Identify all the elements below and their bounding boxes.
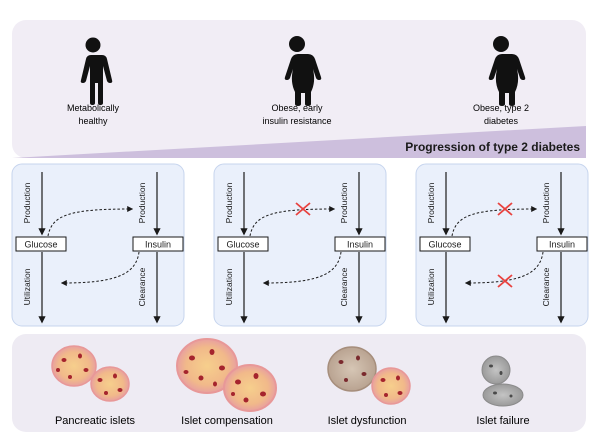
- panel-3: Glucose Insulin Production ProductionUtiliz…: [415, 163, 589, 327]
- islet-failure-icon: [481, 355, 524, 407]
- glucose-to-insulin-arrow: [451, 206, 538, 237]
- glucose-label: Glucose: [428, 240, 461, 250]
- healthy-label-2: healthy: [78, 116, 108, 126]
- utilization-label: Utilization: [22, 268, 32, 305]
- glucose-box: [217, 236, 269, 252]
- islet-dysfunction-label: Islet dysfunction: [328, 415, 407, 427]
- production-label-left: Production: [426, 182, 436, 223]
- utilization-label: Utilization: [224, 268, 234, 305]
- islet-compensation-label: Islet compensation: [181, 415, 273, 427]
- panel-2: Glucose Insulin Production ProductionUtiliz…: [213, 163, 387, 327]
- insulin-to-glucose-arrow: [464, 251, 544, 286]
- clearance-label: Clearance: [137, 267, 147, 306]
- obese-person-icon: [284, 36, 322, 106]
- glucose-box: [419, 236, 471, 252]
- insulin-to-glucose-arrow: [262, 251, 342, 286]
- clearance-label: Clearance: [339, 267, 349, 306]
- obese-diabetic-person-icon: [488, 36, 526, 106]
- obese-t2d-label-1: Obese, type 2: [473, 103, 529, 113]
- insulin-box: [132, 236, 184, 252]
- glucose-box: [15, 236, 67, 252]
- insulin-label: Insulin: [145, 240, 171, 250]
- pancreatic-islets-icon: [51, 345, 130, 402]
- blocked-x-icon: [497, 274, 513, 288]
- insulin-to-glucose-arrow: [60, 251, 140, 286]
- glucose-label: Glucose: [226, 240, 259, 250]
- insulin-box: [334, 236, 386, 252]
- islet-compensation-icon: [176, 338, 277, 412]
- islet-dysfunction-icon: [327, 346, 411, 405]
- progression-wedge: [12, 126, 586, 158]
- obese-t2d-label-2: diabetes: [484, 116, 519, 126]
- progression-label: Progression of type 2 diabetes: [405, 140, 580, 154]
- glucose-insulin-panels: Glucose Insulin Production ProductionUtiliz…: [11, 163, 589, 327]
- obese-early-label-2: insulin resistance: [262, 116, 331, 126]
- obese-early-label-1: Obese, early: [271, 103, 323, 113]
- insulin-box: [536, 236, 588, 252]
- islet-failure-label: Islet failure: [476, 415, 529, 427]
- blocked-x-icon: [497, 202, 513, 216]
- production-label-right: Production: [137, 182, 147, 223]
- production-label-right: Production: [339, 182, 349, 223]
- insulin-label: Insulin: [549, 240, 575, 250]
- clearance-label: Clearance: [541, 267, 551, 306]
- pancreatic-islets-label: Pancreatic islets: [55, 415, 136, 427]
- panel-background: [11, 163, 185, 327]
- healthy-person-icon: [80, 37, 113, 105]
- blocked-x-icon: [295, 202, 311, 216]
- production-label-left: Production: [224, 182, 234, 223]
- utilization-label: Utilization: [426, 268, 436, 305]
- top-section: Progression of type 2 diabetes Metabolic…: [12, 20, 586, 158]
- glucose-to-insulin-arrow: [47, 206, 134, 237]
- production-label-left: Production: [22, 182, 32, 223]
- healthy-label-1: Metabolically: [67, 103, 120, 113]
- glucose-label: Glucose: [24, 240, 57, 250]
- islet-section: Pancreatic islets Islet compensation Isl…: [12, 334, 586, 432]
- insulin-label: Insulin: [347, 240, 373, 250]
- panel-background: [213, 163, 387, 327]
- panel-background: [415, 163, 589, 327]
- production-label-right: Production: [541, 182, 551, 223]
- glucose-to-insulin-arrow: [249, 206, 336, 237]
- panel-1: Glucose Insulin Production ProductionUtiliz…: [11, 163, 185, 327]
